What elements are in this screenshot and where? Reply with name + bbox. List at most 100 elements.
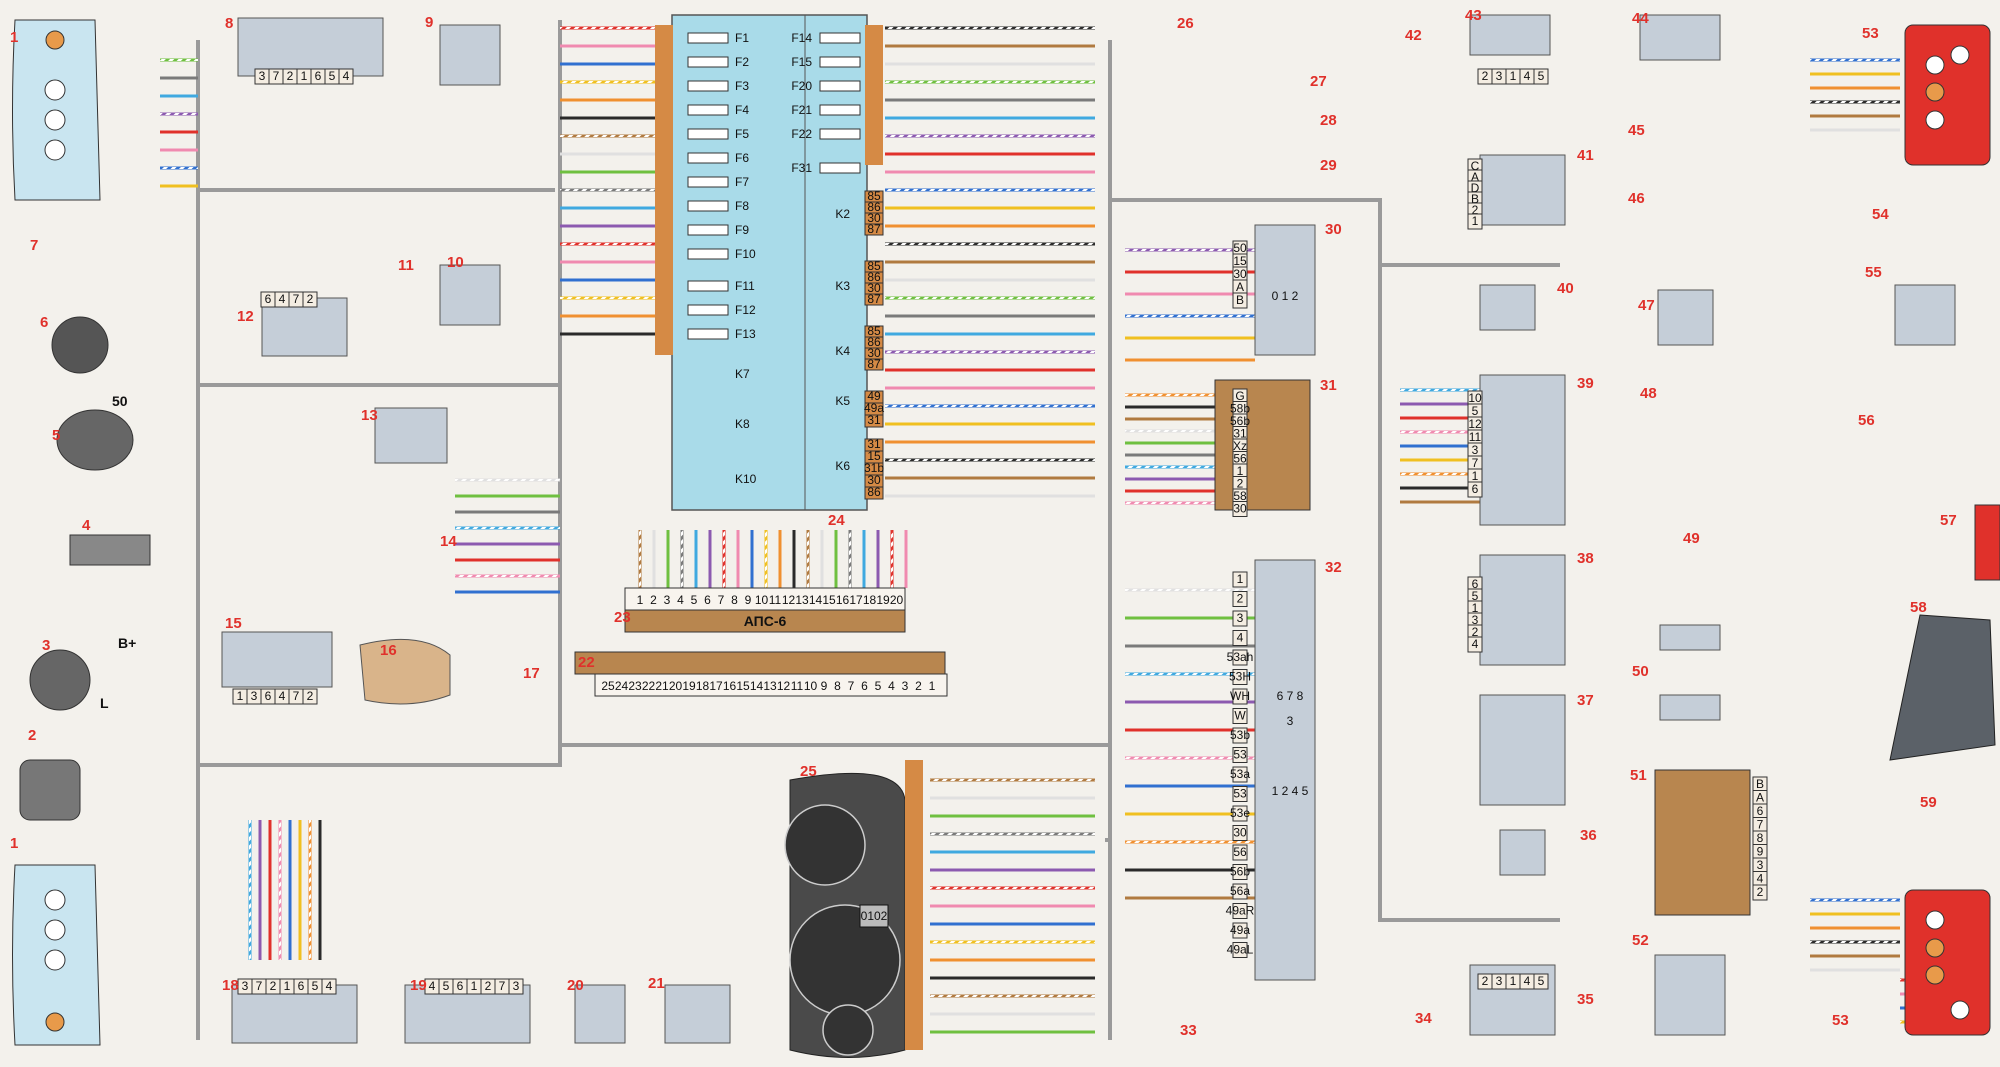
comp38_pins-pin: 2 <box>1472 625 1479 639</box>
component-number-56: 56 <box>1858 412 1875 429</box>
component-number-48: 48 <box>1640 385 1657 402</box>
connector-22-pin: 1 <box>929 679 936 693</box>
comp39_pins-pin: 11 <box>1469 430 1482 444</box>
component-number-53: 53 <box>1862 25 1879 42</box>
fuse-labels: F1F2F3F4F5F6F7F8F9F10F11F12F13F14F15F20F… <box>687 31 861 341</box>
alternator <box>29 649 91 711</box>
module-51 <box>1654 769 1751 916</box>
rear-window-heater <box>1889 614 1996 761</box>
fuse-label: F11 <box>735 279 755 293</box>
module-31 <box>1214 379 1311 511</box>
component-12 <box>261 297 348 357</box>
component-number-52: 52 <box>1632 932 1649 949</box>
comp8_pins-pin: 5 <box>329 69 336 83</box>
relay-pin-label: 31 <box>867 437 881 451</box>
connector-22-pin: 5 <box>875 679 882 693</box>
pin-cell <box>508 978 524 995</box>
pin-cell <box>338 68 354 85</box>
comp15_pins-pin: 4 <box>279 689 286 703</box>
pin-cell <box>1232 786 1248 802</box>
fuse-label: F31 <box>791 161 812 175</box>
connector-23-pin: 13 <box>795 593 809 607</box>
comp51_pins-pin: 4 <box>1757 872 1764 886</box>
component-number-49: 49 <box>1683 530 1700 547</box>
high-stop-lamp <box>1974 504 2000 581</box>
relay-label: K6 <box>835 459 850 473</box>
connector-22-pin: 6 <box>861 679 868 693</box>
sw32_pins-pin: 56a <box>1230 884 1250 898</box>
comp12_pins-pin: 4 <box>279 292 286 306</box>
pin-cell <box>1232 844 1248 861</box>
connector-23-pin: 5 <box>691 593 698 607</box>
connector-22-pin: 20 <box>669 679 683 693</box>
connector-22-pin: 8 <box>834 679 841 693</box>
pin-cell <box>1232 747 1248 763</box>
relay-blocks: K2K3K4K5K6K7K8K1085863087858630878586308… <box>735 189 884 500</box>
connector-22-pin: 4 <box>888 679 895 693</box>
parking-brake-switch <box>359 638 451 705</box>
ignition-positions: 0 1 2 <box>1272 289 1299 303</box>
headlight-left-top <box>12 19 101 201</box>
component-47 <box>1657 289 1714 346</box>
component-number-30: 30 <box>1325 221 1342 238</box>
pin-cell <box>1533 973 1549 990</box>
comp18_pins-pin: 1 <box>284 979 291 993</box>
component-number-18: 18 <box>222 977 239 994</box>
alternator-bplus-mark: B+ <box>118 635 136 651</box>
sw30_pins-pin: 15 <box>1233 254 1247 268</box>
sw31_pins-pin: Xz <box>1233 439 1247 453</box>
fuse-symbol <box>687 280 729 292</box>
component-number-16: 16 <box>380 642 397 659</box>
component-50b <box>1659 694 1721 721</box>
component-number-55: 55 <box>1865 264 1882 281</box>
connector-22-pin: 17 <box>709 679 723 693</box>
relay-pin-label: 31 <box>867 413 881 427</box>
pin-cell <box>302 291 318 308</box>
comp35_pins-pin: 1 <box>1510 974 1517 988</box>
comp12_pins-pin: 6 <box>265 292 272 306</box>
connector-22-pin: 3 <box>902 679 909 693</box>
connector-22-pin: 25 <box>601 679 615 693</box>
connector-22-pin: 21 <box>655 679 669 693</box>
sw32_pins-pin: W <box>1234 709 1246 723</box>
connector-22-pin: 13 <box>763 679 777 693</box>
comp39_pins-pin: 7 <box>1472 456 1479 470</box>
pin-cell <box>1232 591 1248 607</box>
relay-pin-label: 30 <box>867 473 881 487</box>
comp41_pins-pin: C <box>1471 159 1480 173</box>
sw31_pins-pin: G <box>1235 389 1244 403</box>
connector-22-pin: 10 <box>804 679 818 693</box>
relay-pin <box>864 358 884 371</box>
relay-pin-label: 87 <box>867 292 881 306</box>
steering-switch-32 <box>1254 559 1316 981</box>
comp18_pins-pin: 7 <box>256 979 263 993</box>
comp38_pins-pin: 5 <box>1472 589 1479 603</box>
comp51_pins-pin: 3 <box>1757 858 1764 872</box>
comp39_pins-pin: 12 <box>1468 417 1482 431</box>
comp38_pins-pin: 6 <box>1472 577 1479 591</box>
comp18_pins-pin: 6 <box>298 979 305 993</box>
horn <box>51 316 109 374</box>
connector-23-pin: 15 <box>822 593 836 607</box>
pin-cell <box>1232 292 1248 309</box>
connector-22-pin: 15 <box>736 679 750 693</box>
component-number-54: 54 <box>1872 206 1889 223</box>
fuse-label: F4 <box>735 103 749 117</box>
comp19_pins-pin: 6 <box>457 979 464 993</box>
comp19_pins-pin: 7 <box>499 979 506 993</box>
connector-22-pin: 22 <box>642 679 656 693</box>
component-number-28: 28 <box>1320 112 1337 129</box>
fuse-label: F1 <box>735 31 749 45</box>
fuse-label: F3 <box>735 79 749 93</box>
diagnostic-connector-23: АПС-6 <box>624 587 906 633</box>
sw32_pins-pin: 53a <box>1230 767 1250 781</box>
pin-cell <box>1232 805 1248 822</box>
comp41_pins-pin: D <box>1471 181 1480 195</box>
relay-label: K2 <box>835 207 850 221</box>
pin-cell <box>1232 883 1248 900</box>
aps-label: АПС-6 <box>744 613 787 629</box>
connector-23-pin: 1 <box>637 593 644 607</box>
sw30_pins-pin: 50 <box>1233 241 1247 255</box>
comp41_pins-pin: 1 <box>1472 214 1479 228</box>
sw32_pins-pin: 53b <box>1230 728 1250 742</box>
